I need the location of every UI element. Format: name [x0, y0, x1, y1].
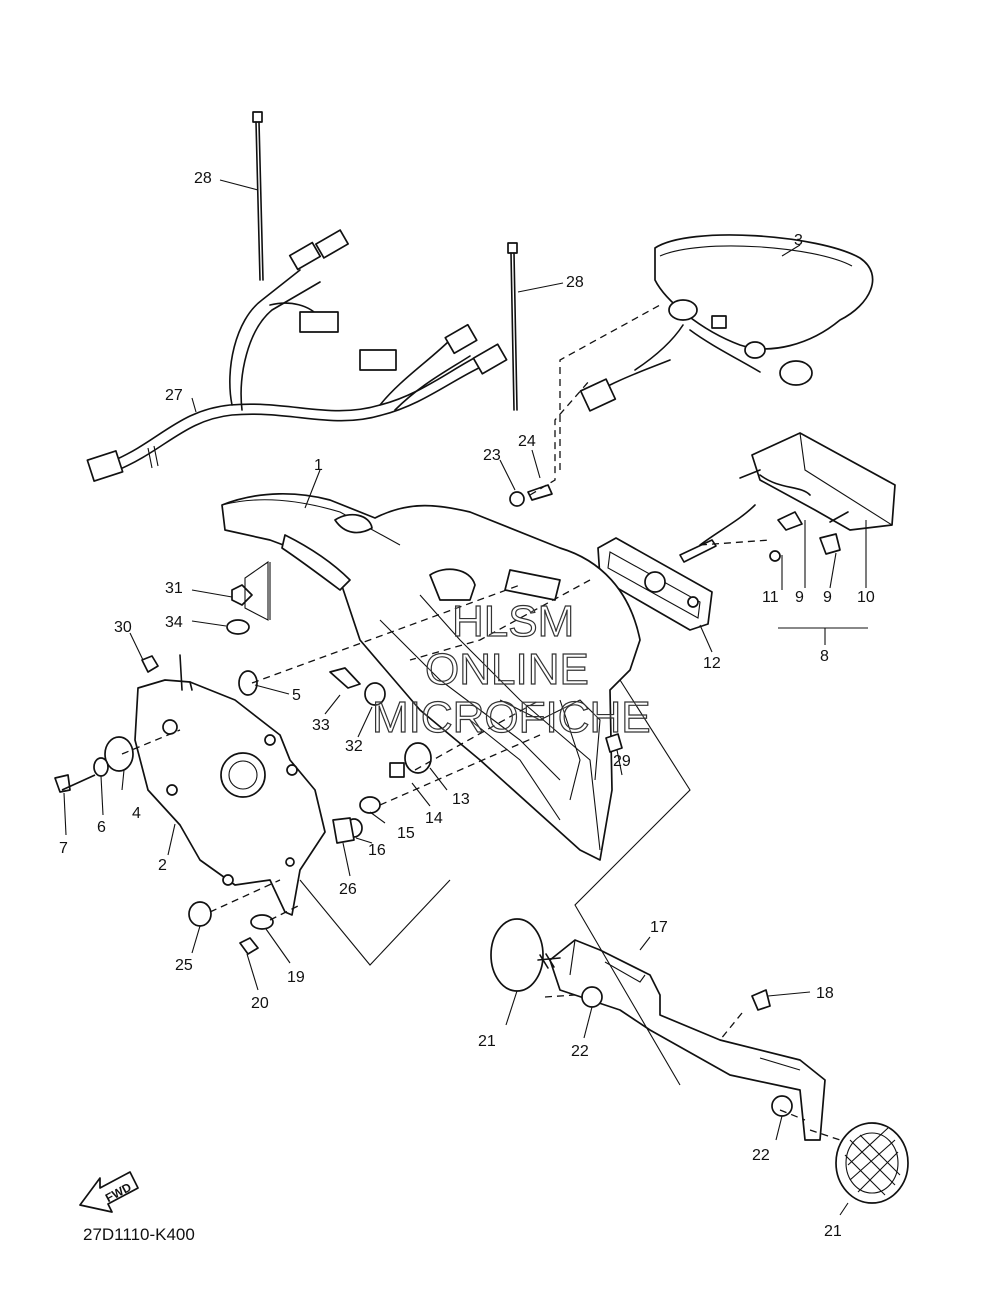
callout-1: 1: [314, 457, 323, 474]
callout-20: 20: [251, 995, 269, 1012]
callout-18: 18: [816, 985, 834, 1002]
callout-29: 29: [613, 753, 631, 770]
callout-9a: 9: [795, 589, 804, 606]
callout-27: 27: [165, 387, 183, 404]
callout-2: 2: [158, 857, 167, 874]
watermark: HLSM ONLINE MICROFICHE: [371, 596, 651, 742]
callout-4: 4: [132, 805, 141, 822]
callout-21a: 21: [478, 1033, 496, 1050]
callout-30: 30: [114, 619, 132, 636]
callout-5: 5: [292, 687, 301, 704]
callout-28a: 28: [194, 170, 212, 187]
fwd-arrow-icon: FWD: [79, 1171, 139, 1213]
callout-10: 10: [857, 589, 875, 606]
callout-16: 16: [368, 842, 386, 859]
callout-23: 23: [483, 447, 501, 464]
callout-8: 8: [820, 648, 829, 665]
callout-17: 17: [650, 919, 668, 936]
callout-14: 14: [425, 810, 443, 827]
callout-33: 33: [312, 717, 330, 734]
callout-9b: 9: [823, 589, 832, 606]
watermark-line-3: MICROFICHE: [372, 693, 651, 742]
leader-lines: [63, 179, 849, 1216]
diagram-code: 27D1110-K400: [83, 1225, 195, 1244]
callout-32: 32: [345, 738, 363, 755]
callout-26: 26: [339, 881, 357, 898]
bracket-plate-12: [597, 537, 713, 631]
callout-7: 7: [59, 840, 68, 857]
tail-light: [579, 234, 874, 412]
wire-harness: [86, 229, 508, 482]
license-light: [679, 432, 896, 563]
callout-25: 25: [175, 957, 193, 974]
callout-24: 24: [518, 433, 536, 450]
cable-tie-right: [507, 242, 518, 411]
callout-13: 13: [452, 791, 470, 808]
rear-fender: [221, 492, 641, 861]
reflector-stay: [549, 939, 826, 1141]
callout-22a: 22: [571, 1043, 589, 1060]
callout-21b: 21: [824, 1223, 842, 1240]
bracket-2: [134, 654, 326, 916]
callout-12: 12: [703, 655, 721, 672]
reflector-left: [490, 918, 561, 992]
hardware: [54, 484, 793, 1117]
callout-6: 6: [97, 819, 106, 836]
callout-34: 34: [165, 614, 183, 631]
callout-28b: 28: [566, 274, 584, 291]
callout-19: 19: [287, 969, 305, 986]
callouts: 1 2 3 4 5 6 7 8 9 9 10 11 12 13 14 15 16…: [59, 170, 875, 1240]
assembly-lines: [121, 304, 841, 1141]
cable-tie-left: [252, 111, 264, 281]
watermark-line-1: HLSM: [452, 597, 574, 646]
callout-15: 15: [397, 825, 415, 842]
callout-22b: 22: [752, 1147, 770, 1164]
group-lines: [244, 520, 868, 1086]
reflector-right: [835, 1122, 909, 1204]
callout-3: 3: [794, 232, 803, 249]
callout-31: 31: [165, 580, 183, 597]
watermark-line-2: ONLINE: [425, 645, 589, 694]
callout-11: 11: [762, 589, 779, 606]
